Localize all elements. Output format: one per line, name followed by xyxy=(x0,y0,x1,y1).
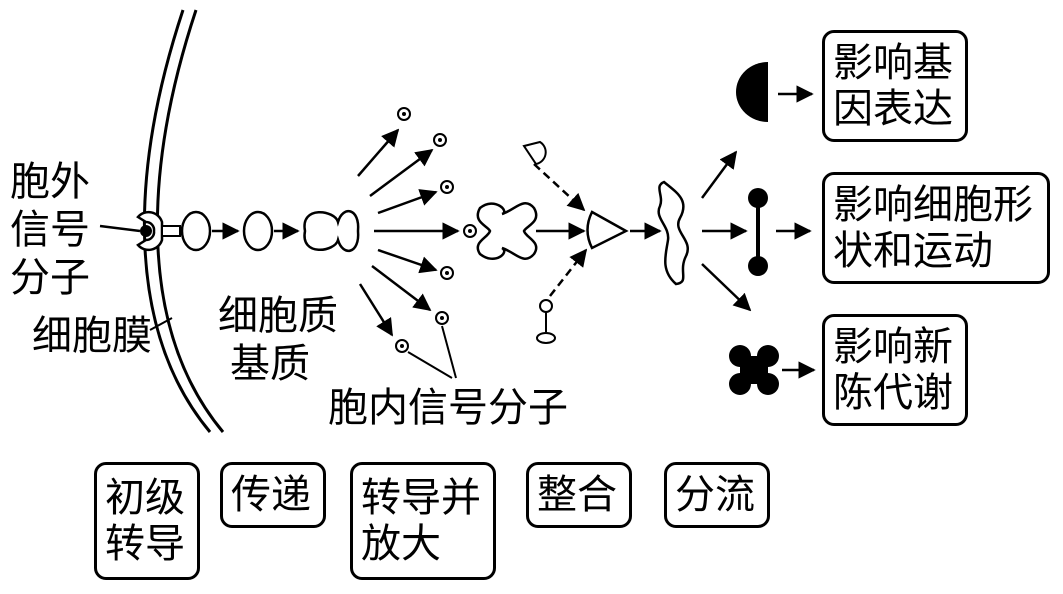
cytoplasmic-matrix-line-2: 基质 xyxy=(230,341,310,387)
relay-protein xyxy=(242,210,274,252)
amplifier-protein xyxy=(303,210,360,252)
integration-node xyxy=(586,210,629,250)
extracellular-signal-line-2: 信号 xyxy=(10,207,90,253)
stage-box-relay: 传递 xyxy=(220,462,326,528)
side-input-bottom-head xyxy=(539,299,553,313)
stage-box-integrate: 整合 xyxy=(526,462,632,528)
fan-arrow-6 xyxy=(371,265,432,312)
branch-arrow-up xyxy=(700,150,738,199)
messenger-pointer-2 xyxy=(407,351,453,379)
signal-molecule xyxy=(140,225,152,237)
dashed-arrow-bottom xyxy=(549,248,588,297)
extracellular-signal-line-1: 胞外 xyxy=(10,159,90,205)
messenger-pointer-1 xyxy=(441,325,457,379)
stage-box-distribute: 分流 xyxy=(664,462,770,528)
signal-arrow-in xyxy=(99,224,141,233)
effector-shape-bottom xyxy=(748,256,768,276)
membrane-pointer-line xyxy=(149,317,173,331)
stage-box-amplify: 转导并 放大 xyxy=(350,462,496,580)
branch-arrow-down xyxy=(701,263,752,312)
intracellular-signal-label: 胞内信号分子 xyxy=(328,385,568,431)
fan-arrow-2 xyxy=(369,148,434,198)
stage-1-line-1: 初级 xyxy=(105,475,185,521)
cell-membrane-label: 细胞膜 xyxy=(32,313,152,359)
effect-box-gene-expression: 影响基 因表达 xyxy=(822,30,968,142)
fan-arrow-7 xyxy=(358,283,394,337)
dashed-arrow-top xyxy=(533,163,586,212)
stage-3-line-1: 转导并 xyxy=(361,475,481,521)
effect-3-line-1: 影响新 xyxy=(833,324,953,370)
primary-protein xyxy=(180,210,212,252)
effect-2-line-2: 状和运动 xyxy=(833,228,993,274)
cytoplasmic-matrix-label: 细胞质 基质 xyxy=(218,292,338,388)
cytoplasmic-matrix-line-1: 细胞质 xyxy=(218,293,338,339)
effect-1-line-1: 影响基 xyxy=(833,40,953,86)
messenger-dots xyxy=(400,112,472,348)
stage-5-line-1: 分流 xyxy=(675,472,755,518)
fan-arrow-3 xyxy=(377,189,438,215)
receptor-stalk xyxy=(161,225,181,237)
side-input-top xyxy=(522,140,547,166)
stage-1-line-2: 转导 xyxy=(105,521,185,567)
side-input-bottom-base xyxy=(536,332,556,344)
effect-1-line-2: 因表达 xyxy=(833,86,953,132)
stage-box-primary-transduction: 初级 转导 xyxy=(94,462,200,580)
effect-box-metabolism: 影响新 陈代谢 xyxy=(822,314,968,426)
stage-4-line-1: 整合 xyxy=(537,472,617,518)
effector-metabolism xyxy=(729,345,779,395)
extracellular-signal-line-3: 分子 xyxy=(10,255,90,301)
effect-box-cell-shape: 影响细胞形 状和运动 xyxy=(822,172,1050,284)
fan-arrow-5 xyxy=(377,248,438,274)
effector-gene-expression xyxy=(736,62,768,122)
effect-3-line-2: 陈代谢 xyxy=(833,370,953,416)
stage-3-line-2: 放大 xyxy=(361,521,441,567)
effect-2-line-1: 影响细胞形 xyxy=(833,182,1033,228)
receptor xyxy=(136,210,164,252)
extracellular-signal-label: 胞外 信号 分子 xyxy=(10,158,90,302)
fan-arrow-1 xyxy=(357,128,400,177)
distributor-protein xyxy=(657,180,689,286)
integrator-protein xyxy=(476,202,538,260)
stage-2-line-1: 传递 xyxy=(231,472,311,518)
